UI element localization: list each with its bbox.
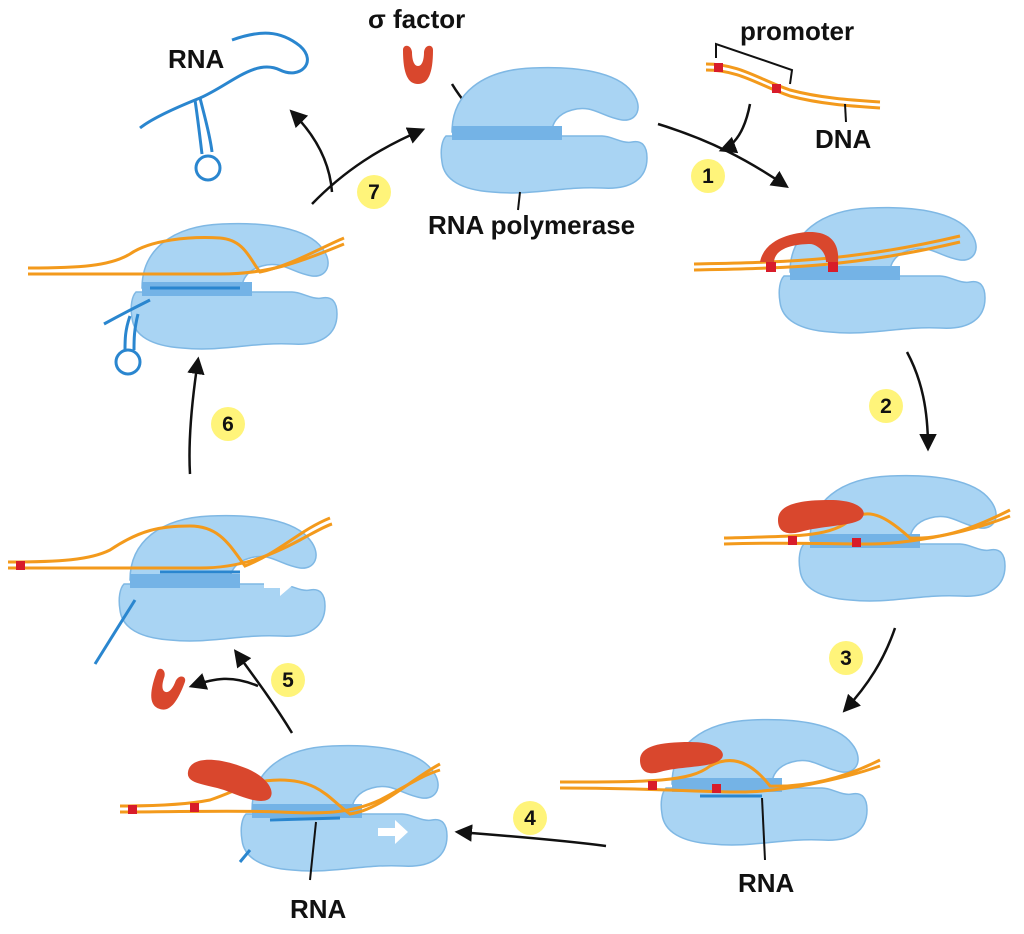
- sigma-factor-label: σ factor: [368, 4, 465, 34]
- arrow-step-5-sigma: [188, 673, 259, 690]
- cycle-arrows: [187, 83, 937, 848]
- arrow-step-7-rna: [289, 109, 334, 193]
- arrow-step-2: [905, 351, 937, 452]
- step-badges: 1 2 3 4 5 6 7: [211, 159, 903, 835]
- released-rna: [139, 31, 309, 182]
- promoter-label: promoter: [740, 16, 854, 46]
- step-5-number: 5: [282, 669, 294, 692]
- arrow-step-6: [187, 356, 205, 475]
- step-3-number: 3: [840, 647, 852, 670]
- free-polymerase: [440, 66, 648, 194]
- released-sigma-factor: [145, 667, 187, 714]
- arrow-step-7: [311, 127, 426, 205]
- rna-label-step-3: RNA: [738, 868, 795, 898]
- complex-step-4: [119, 744, 448, 872]
- step-1-number: 1: [702, 165, 714, 188]
- complex-step-7: [27, 222, 345, 376]
- step-4-number: 4: [524, 807, 536, 830]
- step-2-number: 2: [880, 395, 892, 418]
- free-sigma-factor: [403, 45, 433, 84]
- complex-step-1: [693, 206, 986, 334]
- released-rna-label: RNA: [168, 44, 225, 74]
- step-6-number: 6: [222, 413, 234, 436]
- arrow-step-3: [842, 627, 897, 713]
- rna-label-step-4: RNA: [290, 894, 347, 924]
- promoter-bracket: [715, 42, 794, 85]
- complex-step-5: [7, 514, 333, 665]
- free-dna: [705, 62, 881, 110]
- arrow-step-4: [454, 824, 607, 848]
- arrow-dna-join: [718, 103, 752, 154]
- dna-label: DNA: [815, 124, 872, 154]
- rna-polymerase-label: RNA polymerase: [428, 210, 635, 240]
- step-7-number: 7: [368, 181, 380, 204]
- complex-step-3: [559, 718, 881, 846]
- arrow-step-5: [233, 649, 294, 734]
- complex-step-2: [723, 474, 1011, 602]
